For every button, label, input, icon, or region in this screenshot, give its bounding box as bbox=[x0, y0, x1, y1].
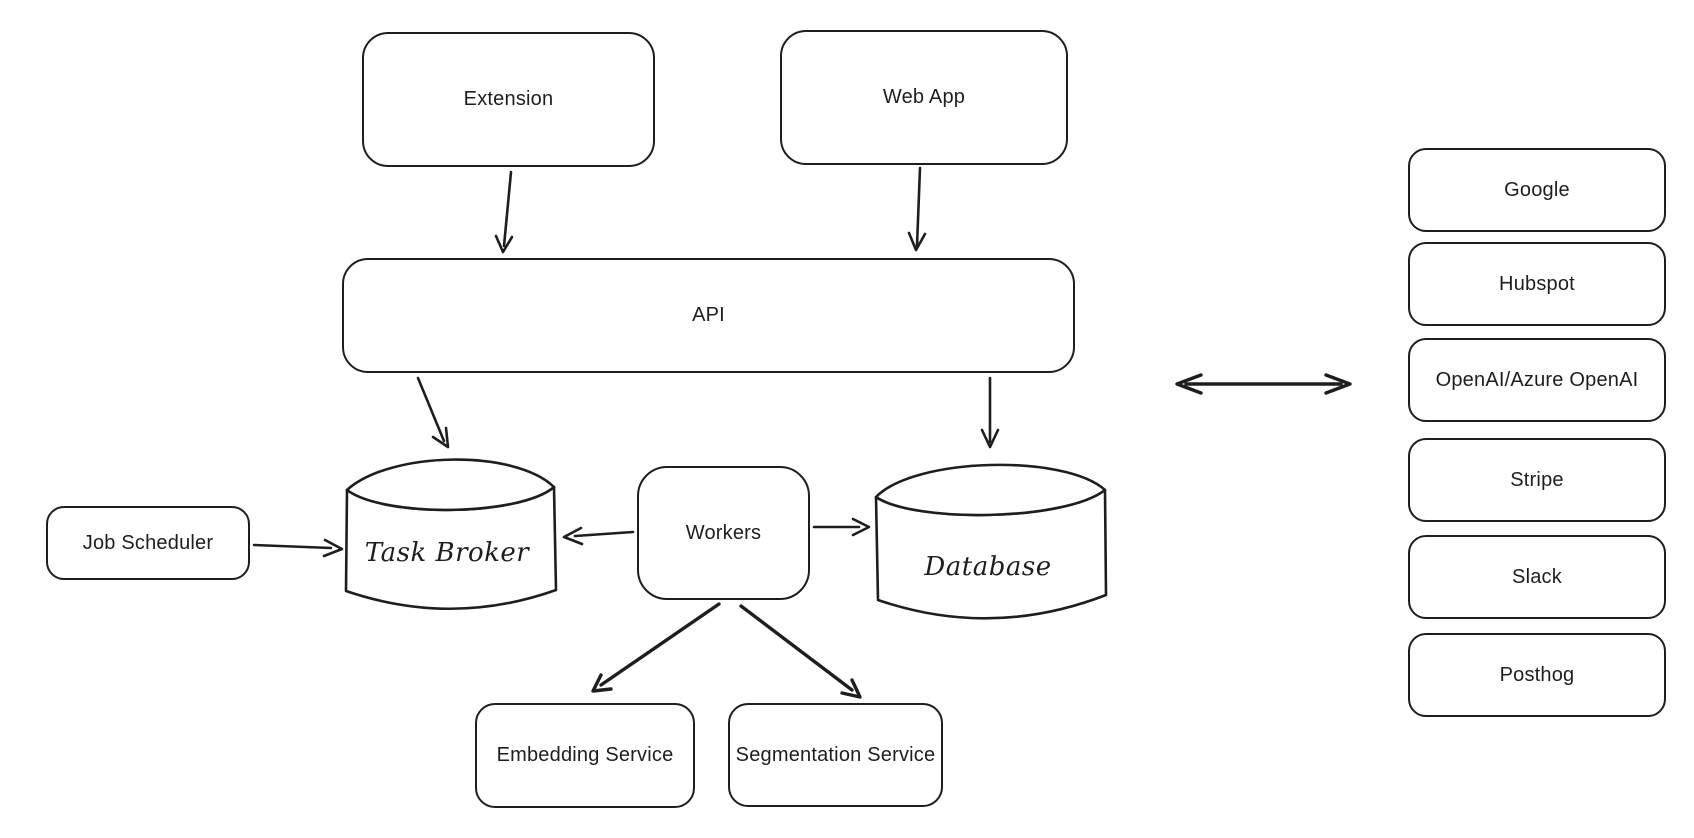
edge-workers-segmentation bbox=[739, 604, 862, 699]
integration-google: Google bbox=[1408, 148, 1666, 232]
node-web-app: Web App bbox=[780, 30, 1068, 165]
node-web-app-label: Web App bbox=[882, 86, 966, 108]
edge-workers-database bbox=[812, 517, 871, 537]
node-workers: Workers bbox=[637, 466, 810, 600]
node-api: API bbox=[342, 258, 1075, 373]
integration-openai-azure-openai: OpenAI/Azure OpenAI bbox=[1408, 338, 1666, 422]
edge-webapp-api bbox=[907, 166, 927, 252]
integration-slack-label: Slack bbox=[1512, 565, 1562, 588]
edge-api-database bbox=[980, 376, 1000, 449]
edge-workers-taskbroker bbox=[562, 526, 635, 546]
integration-stripe: Stripe bbox=[1408, 438, 1666, 522]
node-workers-label: Workers bbox=[685, 521, 762, 544]
node-api-label: API bbox=[692, 304, 725, 326]
node-database-label: Database bbox=[924, 552, 1052, 582]
edge-workers-embedding bbox=[591, 602, 721, 693]
node-task-broker-label: Task Broker bbox=[364, 538, 530, 568]
integration-openai-azure-openai-label: OpenAI/Azure OpenAI bbox=[1435, 368, 1639, 391]
integration-posthog-label: Posthog bbox=[1499, 663, 1575, 686]
edge-extension-api bbox=[494, 170, 514, 254]
node-embedding-service-label: Embedding Service bbox=[496, 744, 674, 766]
task-broker-cylinder-shape bbox=[344, 458, 558, 611]
database-cylinder-shape bbox=[874, 463, 1108, 620]
integration-stripe-label: Stripe bbox=[1510, 468, 1564, 491]
integration-hubspot: Hubspot bbox=[1408, 242, 1666, 326]
node-segmentation-service: Segmentation Service bbox=[728, 703, 943, 807]
edge-jobscheduler-taskbroker bbox=[252, 538, 344, 558]
integration-google-label: Google bbox=[1504, 178, 1570, 201]
integration-slack: Slack bbox=[1408, 535, 1666, 619]
node-extension: Extension bbox=[362, 32, 655, 167]
integration-hubspot-label: Hubspot bbox=[1499, 272, 1575, 295]
node-segmentation-service-label: Segmentation Service bbox=[735, 743, 936, 766]
integration-posthog: Posthog bbox=[1408, 633, 1666, 717]
node-job-scheduler: Job Scheduler bbox=[46, 506, 250, 580]
edge-api-taskbroker bbox=[416, 376, 450, 449]
node-job-scheduler-label: Job Scheduler bbox=[82, 531, 214, 554]
node-embedding-service: Embedding Service bbox=[475, 703, 695, 808]
node-extension-label: Extension bbox=[463, 88, 554, 110]
edge-api-integrations-double-arrow bbox=[1175, 373, 1352, 395]
